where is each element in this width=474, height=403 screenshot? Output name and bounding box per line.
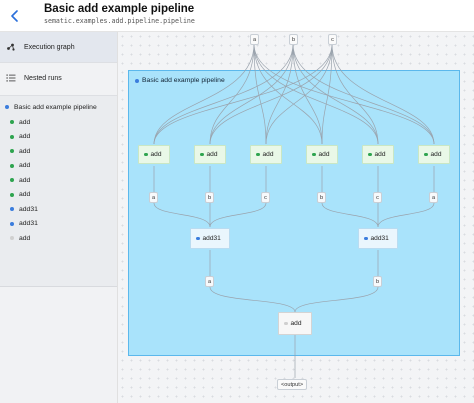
output-param[interactable]: a bbox=[429, 192, 439, 203]
input-param-a[interactable]: a bbox=[250, 34, 260, 45]
graph-edges bbox=[153, 43, 435, 378]
status-dot bbox=[312, 152, 316, 157]
run-tree-item[interactable]: add bbox=[10, 130, 30, 144]
nav-execution-graph[interactable]: Execution graph bbox=[0, 32, 117, 62]
run-node-add[interactable]: add bbox=[250, 145, 282, 164]
status-dot bbox=[10, 120, 14, 124]
node-label: add bbox=[290, 320, 302, 327]
output-param[interactable]: b bbox=[317, 192, 327, 203]
run-label: add bbox=[19, 234, 31, 242]
run-label: add31 bbox=[19, 205, 38, 213]
run-node-add31[interactable]: add31 bbox=[190, 228, 230, 249]
run-tree-item[interactable]: add bbox=[10, 115, 30, 129]
sidebar: Execution graph Nested runs Basic add ex… bbox=[0, 32, 118, 403]
status-dot bbox=[368, 152, 372, 157]
status-dot bbox=[256, 152, 260, 157]
status-dot bbox=[284, 321, 288, 326]
graph-icon bbox=[6, 42, 16, 52]
header: Basic add example pipeline sematic.examp… bbox=[0, 0, 474, 32]
status-dot bbox=[5, 105, 9, 109]
output-param[interactable]: c bbox=[261, 192, 270, 203]
run-tree-item[interactable]: add bbox=[10, 173, 30, 187]
run-tree-item[interactable]: Basic add example pipeline bbox=[5, 100, 97, 114]
run-tree-item[interactable]: add bbox=[10, 231, 30, 245]
run-tree-item[interactable]: add31 bbox=[10, 217, 38, 231]
run-node-add[interactable]: add bbox=[418, 145, 450, 164]
run-label: add31 bbox=[19, 220, 38, 227]
run-tree-item[interactable]: add bbox=[10, 188, 30, 202]
group-title: Basic add example pipeline bbox=[142, 77, 225, 84]
run-node-add[interactable]: add bbox=[306, 145, 338, 164]
status-dot bbox=[10, 178, 14, 182]
node-label: add bbox=[206, 151, 218, 158]
nav-divider bbox=[0, 62, 117, 63]
node-label: add bbox=[262, 151, 274, 158]
status-dot bbox=[10, 207, 14, 211]
nav-label: Execution graph bbox=[24, 43, 75, 51]
back-button[interactable] bbox=[6, 7, 24, 25]
node-label: add31 bbox=[202, 235, 221, 242]
run-label: add bbox=[19, 133, 31, 140]
run-label: add bbox=[19, 118, 31, 126]
group-label: Basic add example pipeline bbox=[135, 77, 225, 84]
run-node-final-add[interactable]: add bbox=[278, 312, 312, 335]
input-param-c[interactable]: c bbox=[328, 34, 337, 45]
chevron-left-icon bbox=[11, 10, 18, 22]
status-dot bbox=[144, 152, 148, 157]
status-dot bbox=[10, 134, 14, 139]
run-tree-item[interactable]: add bbox=[10, 159, 30, 173]
run-label: add bbox=[19, 191, 31, 198]
function-path: sematic.examples.add.pipeline.pipeline bbox=[44, 17, 195, 25]
output-param[interactable]: a bbox=[205, 276, 215, 287]
run-node-add[interactable]: add bbox=[138, 145, 170, 164]
run-tree: Basic add example pipeline add add add a… bbox=[0, 95, 117, 287]
run-label: add bbox=[19, 147, 31, 155]
page-title: Basic add example pipeline bbox=[44, 3, 195, 15]
output-param[interactable]: a bbox=[149, 192, 159, 203]
input-param-b[interactable]: b bbox=[289, 34, 299, 45]
nav-nested-runs[interactable]: Nested runs bbox=[0, 63, 117, 93]
pipeline-group[interactable]: Basic add example pipeline bbox=[128, 70, 460, 356]
status-dot bbox=[200, 152, 204, 157]
node-label: add bbox=[374, 151, 386, 158]
status-dot bbox=[424, 152, 428, 157]
status-dot bbox=[196, 236, 200, 241]
run-label: add bbox=[19, 176, 31, 184]
output-param[interactable]: b bbox=[205, 192, 215, 203]
run-tree-item[interactable]: add31 bbox=[10, 202, 38, 216]
node-label: add bbox=[318, 151, 330, 158]
status-dot bbox=[10, 163, 14, 168]
status-dot bbox=[364, 236, 368, 241]
output-param[interactable]: b bbox=[373, 276, 383, 287]
run-node-add[interactable]: add bbox=[194, 145, 226, 164]
run-node-add[interactable]: add bbox=[362, 145, 394, 164]
nav-label: Nested runs bbox=[24, 74, 62, 82]
node-label: add31 bbox=[370, 235, 389, 242]
status-dot bbox=[10, 221, 14, 226]
status-dot bbox=[135, 78, 139, 83]
pipeline-output[interactable]: <output> bbox=[277, 379, 308, 390]
status-dot bbox=[10, 192, 14, 197]
node-label: add bbox=[150, 151, 162, 158]
list-icon bbox=[6, 73, 16, 83]
run-tree-item[interactable]: add bbox=[10, 144, 30, 158]
status-dot bbox=[10, 149, 14, 153]
run-label: Basic add example pipeline bbox=[14, 103, 97, 111]
output-param[interactable]: c bbox=[373, 192, 382, 203]
run-node-add31[interactable]: add31 bbox=[358, 228, 398, 249]
graph-canvas[interactable]: Basic add example pipeline bbox=[118, 32, 474, 403]
run-label: add bbox=[19, 162, 31, 169]
status-dot bbox=[10, 236, 14, 240]
node-label: add bbox=[430, 151, 442, 158]
